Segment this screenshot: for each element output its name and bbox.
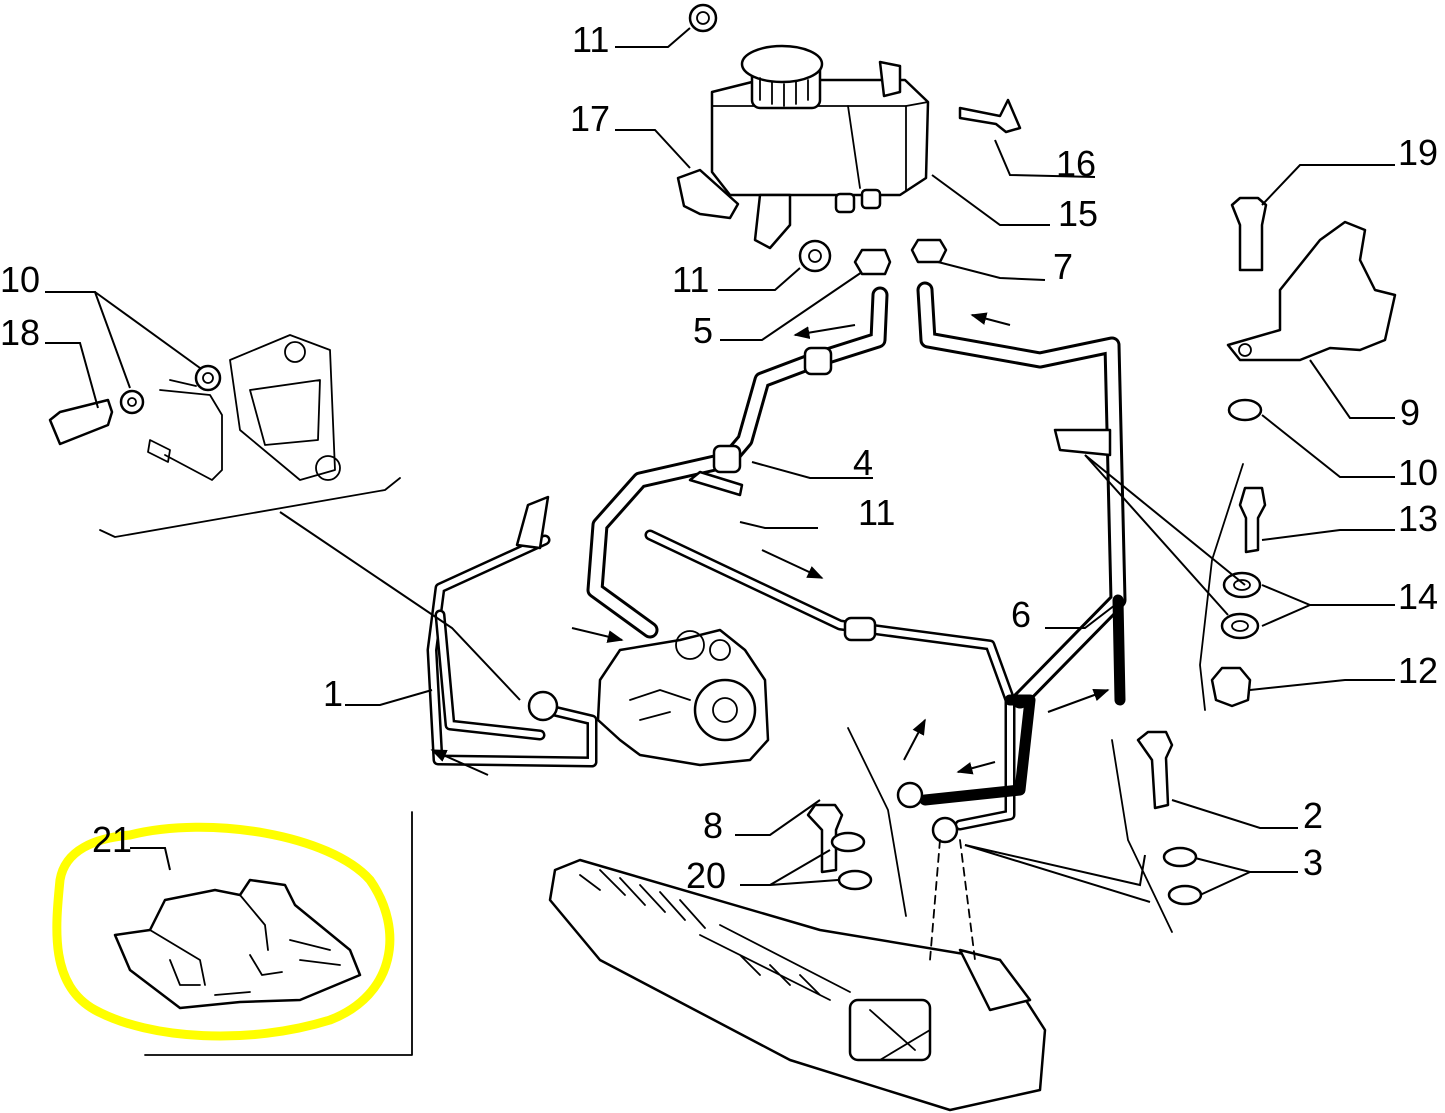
callout-2: 2 — [1303, 795, 1323, 836]
clamp-5 — [853, 248, 892, 276]
callout-17: 17 — [570, 98, 610, 139]
washer-20a — [830, 831, 866, 853]
return-hose-6 — [916, 281, 1127, 709]
bottom-fasteners — [806, 730, 1203, 906]
callout-12: 12 — [1398, 650, 1438, 691]
washer-10c — [1227, 398, 1263, 422]
callout-10-left: 10 — [0, 259, 40, 300]
callout-1: 1 — [323, 673, 343, 714]
washer-14a — [1222, 571, 1262, 599]
bracket-9 — [1226, 220, 1397, 362]
callout-11-reservoir: 11 — [672, 259, 709, 300]
callout-11-hose: 11 — [858, 492, 895, 533]
bolt-13 — [1238, 486, 1267, 554]
callout-11-top: 11 — [572, 19, 609, 60]
callout-9: 9 — [1400, 392, 1420, 433]
callout-4: 4 — [853, 442, 873, 483]
bolt-17 — [676, 168, 740, 220]
nut-11-top — [688, 3, 718, 33]
part-21-clamp — [113, 878, 362, 1010]
bolt-8 — [806, 803, 844, 874]
steering-rack — [548, 839, 1047, 1112]
part-21-highlight-circle — [52, 822, 395, 1041]
flow-arrows — [430, 312, 1110, 776]
right-side-parts — [1210, 196, 1397, 708]
clamp-7 — [910, 238, 948, 264]
washer-10b — [194, 364, 222, 392]
leader-lines — [45, 27, 1395, 903]
callout-15: 15 — [1058, 193, 1098, 234]
fluid-reservoir — [710, 44, 930, 250]
bolt-19 — [1230, 196, 1268, 272]
callout-3: 3 — [1303, 842, 1323, 883]
washer-14b — [1220, 612, 1260, 640]
washer-3a — [1162, 846, 1198, 868]
left-inset-detail — [48, 334, 341, 481]
callout-8: 8 — [703, 805, 723, 846]
callout-13: 13 — [1398, 498, 1438, 539]
callout-19: 19 — [1398, 132, 1438, 173]
callout-6: 6 — [1011, 594, 1031, 635]
washer-10a — [119, 389, 145, 415]
bolt-18 — [48, 398, 114, 446]
washer-20b — [837, 869, 873, 891]
pressure-pipe-1 — [426, 495, 1036, 844]
callout-16: 16 — [1056, 143, 1096, 184]
supply-hose-4 — [586, 286, 889, 639]
callout-labels: 11 17 16 15 11 7 5 10 18 19 9 10 13 14 1… — [0, 19, 1438, 896]
callout-18: 18 — [0, 312, 40, 353]
callout-5: 5 — [693, 310, 713, 351]
washer-3b — [1167, 884, 1203, 906]
callout-20: 20 — [686, 855, 726, 896]
power-steering-pump — [596, 628, 770, 767]
nut-12 — [1210, 666, 1252, 708]
section-lines — [99, 463, 1244, 1056]
reservoir-fasteners — [676, 3, 1022, 276]
callout-14: 14 — [1398, 576, 1438, 617]
nut-11-reservoir — [798, 239, 832, 273]
screw-16 — [958, 98, 1022, 134]
callout-21: 21 — [92, 819, 132, 860]
callout-10-right: 10 — [1398, 452, 1438, 493]
callout-7: 7 — [1053, 246, 1073, 287]
bolt-2 — [1136, 730, 1174, 810]
